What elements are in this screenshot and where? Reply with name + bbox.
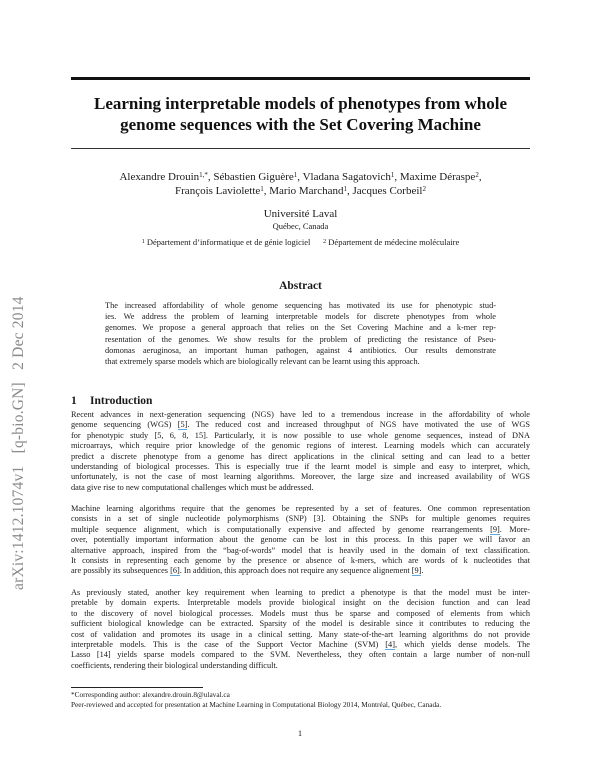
author: Jacques Corbeil2	[352, 185, 426, 197]
paragraph-1: Recent advances in next-generation seque…	[71, 410, 530, 492]
title-line-2: genome sequences with the Set Covering M…	[120, 115, 481, 134]
citation-link[interactable]: [9]	[490, 524, 500, 535]
citation-link[interactable]: [5]	[177, 420, 188, 431]
author: Mario Marchand1,	[269, 185, 353, 197]
section-title: Introduction	[90, 395, 153, 407]
abstract-body: The increased affordability of whole gen…	[105, 300, 496, 367]
author: Sébastien Giguère1,	[213, 171, 303, 183]
citation-link[interactable]: [9]	[411, 566, 422, 577]
author-list: Alexandre Drouin1,*, Sébastien Giguère1,…	[71, 170, 530, 198]
author: Alexandre Drouin1,*,	[119, 171, 214, 183]
title-line-1: Learning interpretable models of phenoty…	[93, 94, 508, 113]
section-heading: 1 Introduction	[71, 395, 152, 407]
title-top-rule	[71, 77, 530, 80]
abstract-line: genomes. We propose a general approach t…	[105, 323, 496, 333]
abstract-heading: Abstract	[279, 280, 322, 292]
author-line-1: Alexandre Drouin1,*, Sébastien Giguère1,…	[71, 170, 530, 184]
citation-link[interactable]: [4]	[385, 640, 395, 651]
footnote-venue: Peer-reviewed and accepted for presentat…	[71, 700, 442, 709]
paper-title: Learning interpretable models of phenoty…	[71, 93, 530, 135]
title-bottom-rule	[71, 148, 530, 149]
abstract-line: resentation of the genomes. We show resu…	[105, 334, 496, 344]
abstract-line: that extremely sparse models which are b…	[105, 357, 420, 367]
footnote-rule	[71, 687, 203, 688]
department-2: Département de médecine moléculaire	[328, 237, 460, 247]
arxiv-category: [q-bio.GN]	[10, 382, 27, 454]
abstract-line: ies. We address the problem of learning …	[105, 312, 496, 322]
abstract-line: The increased affordability of whole gen…	[105, 301, 496, 310]
paragraph-2: Machine learning algorithms require that…	[71, 504, 530, 577]
departments: 1 Département d’informatique et de génie…	[141, 237, 460, 247]
citation-link[interactable]: [6]	[170, 566, 180, 577]
section-number: 1	[71, 395, 77, 407]
arxiv-id: arXiv:1412.1074v1	[10, 465, 27, 590]
footnote-corresponding: *Corresponding author: alexandre.drouin.…	[71, 690, 230, 699]
author: Vladana Sagatovich1,	[302, 171, 400, 183]
department-1: Département d’informatique et de génie l…	[146, 237, 311, 247]
arxiv-date: 2 Dec 2014	[10, 296, 27, 370]
author: François Laviolette1,	[175, 185, 270, 197]
author-line-2: François Laviolette1, Mario Marchand1, J…	[71, 184, 530, 198]
author: Maxime Déraspe2,	[399, 171, 482, 183]
abstract-line: domonas aeruginosa, an important human p…	[105, 345, 496, 355]
page-number: 1	[297, 728, 303, 738]
university: Université Laval	[263, 208, 338, 220]
city: Québec, Canada	[272, 221, 329, 231]
paragraph-3: As previously stated, another key requir…	[71, 588, 530, 670]
arxiv-stamp: arXiv:1412.1074v1 [q-bio.GN] 2 Dec 2014	[10, 296, 28, 590]
